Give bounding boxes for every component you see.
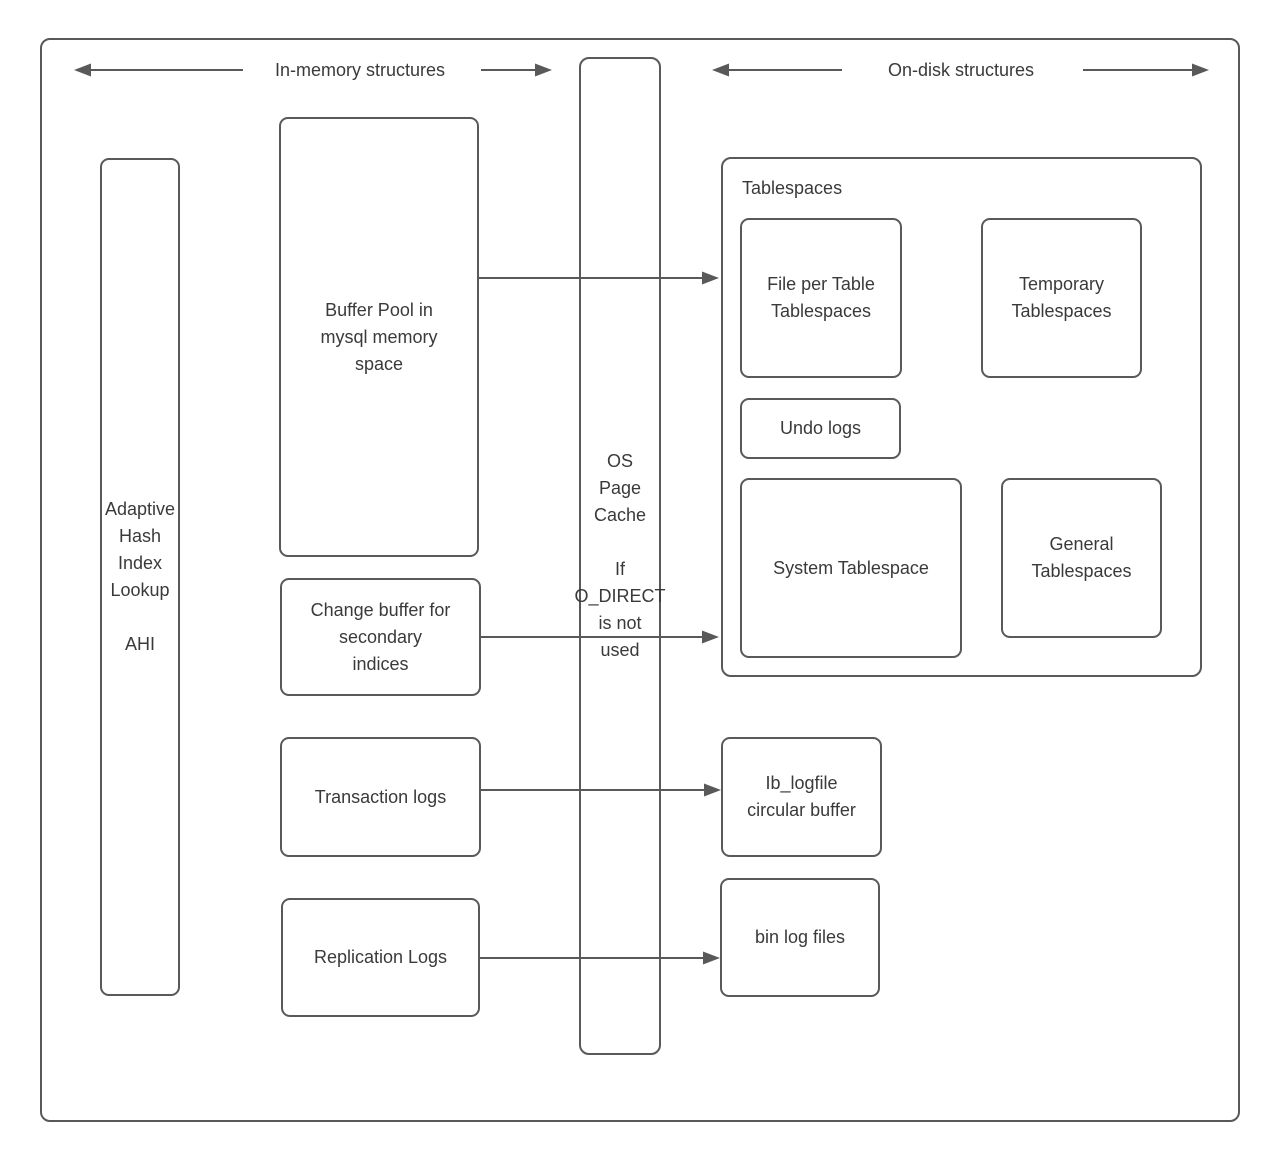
undo-logs-node: Undo logs: [740, 398, 901, 459]
transaction-logs-node: Transaction logs: [280, 737, 481, 857]
file-per-table-tablespaces-node: File per Table Tablespaces: [740, 218, 902, 378]
ib-logfile-node: Ib_logfile circular buffer: [721, 737, 882, 857]
os-page-cache-node: OS Page Cache If O_DIRECT is not used: [575, 57, 666, 1055]
in-memory-structures-label: In-memory structures: [274, 60, 446, 80]
adaptive-hash-index-node: Adaptive Hash Index Lookup AHI: [100, 158, 180, 996]
general-tablespaces-node: General Tablespaces: [1001, 478, 1162, 638]
buffer-pool-node: Buffer Pool in mysql memory space: [279, 117, 479, 557]
bin-log-files-node: bin log files: [720, 878, 880, 997]
tablespaces-label: Tablespaces: [742, 178, 843, 198]
replication-logs-node: Replication Logs: [281, 898, 480, 1017]
on-disk-structures-label: On-disk structures: [887, 60, 1035, 80]
system-tablespace-node: System Tablespace: [740, 478, 962, 658]
change-buffer-node: Change buffer for secondary indices: [280, 578, 481, 696]
temporary-tablespaces-node: Temporary Tablespaces: [981, 218, 1142, 378]
